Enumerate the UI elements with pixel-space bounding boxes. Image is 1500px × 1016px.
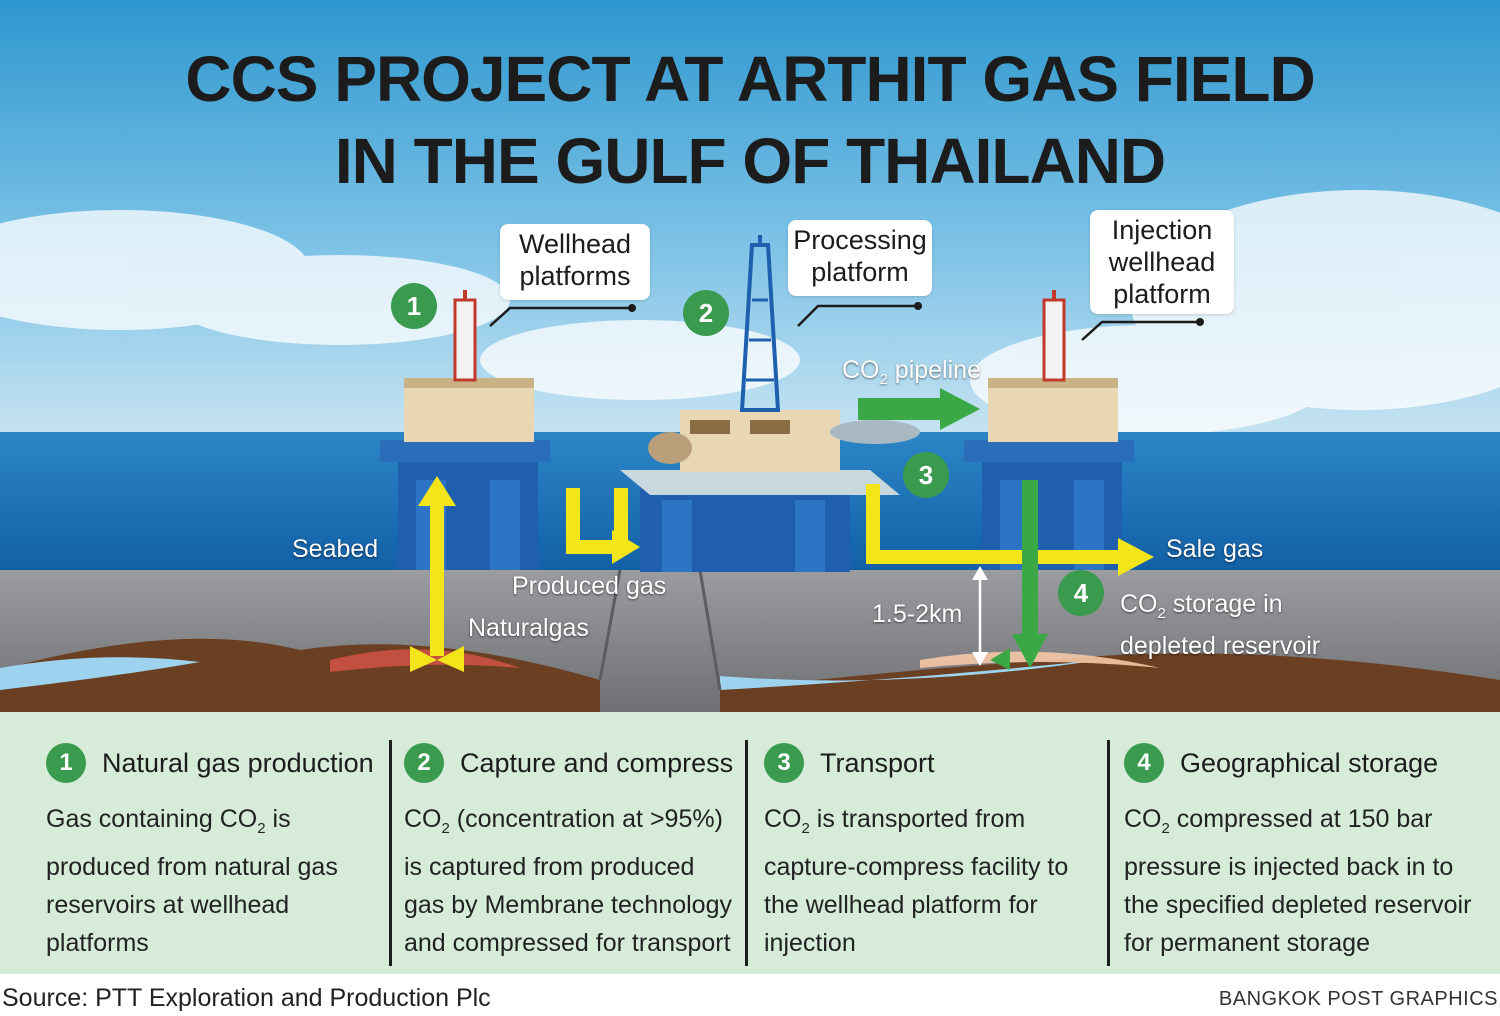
step-column-2: 2 Capture and compress CO2 (concentratio… [404,740,738,960]
step-badge-3: 3 [903,452,949,498]
sale-gas-label: Sale gas [1166,535,1264,563]
reservoir-right-water [720,660,1100,690]
callout-processing-line2: platform [811,257,909,287]
step-column-2-title: Capture and compress [460,747,734,778]
natural-gas-label: Naturalgas [468,614,589,642]
depth-label: 1.5-2km [872,600,963,628]
step-column-3-title: Transport [820,747,935,778]
callout-injection-line2: wellhead [1108,247,1216,277]
footer: Source: PTT Exploration and Production P… [0,974,1500,1016]
produced-gas-label: Produced gas [512,572,667,600]
natural-gas-arrow [410,476,464,672]
diagram-scene: CCS PROJECT AT ARTHIT GAS FIELD IN THE G… [0,0,1500,712]
title-line-2: IN THE GULF OF THAILAND [334,125,1166,197]
step-column-3: 3 Transport CO2 is transported from capt… [764,740,1094,960]
callout-injection: Injection wellhead platform [1090,210,1234,314]
divider-1 [389,740,392,966]
step-column-1-text: Gas containing CO2 is produced from natu… [46,805,338,957]
callout-wellhead-line2: platforms [519,261,631,291]
credit-text: BANGKOK POST GRAPHICS [1218,988,1498,1010]
callout-wellhead: Wellhead platforms [500,224,650,300]
depth-marker [972,566,988,666]
callout-injection-line1: Injection [1111,215,1213,245]
step-column-1-number: 1 [46,743,86,783]
step-column-4: 4 Geographical storage CO2 compressed at… [1124,740,1484,960]
title-line-1: CCS PROJECT AT ARTHIT GAS FIELD [185,43,1315,115]
step-badge-2: 2 [683,290,729,336]
step-column-1-title: Natural gas production [102,747,374,778]
steps-panel: 1 Natural gas production Gas containing … [0,712,1500,974]
step-column-4-number: 4 [1124,743,1164,783]
step-column-2-text: CO2 (concentration at >95%) is captured … [404,805,732,957]
reservoir-left-water [0,657,200,690]
callout-processing-line1: Processing [793,225,927,255]
reservoir-right [720,653,1500,712]
step-column-1: 1 Natural gas production Gas containing … [46,740,382,960]
scene-illustration [0,0,1500,712]
co2-pipeline-label: CO2 pipeline [842,356,981,388]
step-badge-1: 1 [391,283,437,329]
step-column-3-text: CO2 is transported from capture-compress… [764,805,1069,957]
co2-injection-arrow [990,480,1048,670]
fault [598,569,722,691]
leader-lines [489,304,1200,341]
step-column-3-number: 3 [764,743,804,783]
co2-pipeline-arrow [858,388,980,430]
step-column-4-text: CO2 compressed at 150 bar pressure is in… [1124,805,1472,957]
step-column-4-title: Geographical storage [1180,747,1439,778]
co2-storage-label: CO2 storage in depleted reservoir [1120,590,1321,660]
divider-2 [745,740,748,966]
sale-gas-arrow [866,484,1154,576]
source-text: Source: PTT Exploration and Production P… [2,984,491,1012]
produced-gas-arrow [566,488,640,564]
callout-processing: Processing platform [788,220,932,296]
divider-3 [1107,740,1110,966]
processing-platform [620,235,920,572]
step-column-2-number: 2 [404,743,444,783]
seabed-label: Seabed [292,535,379,563]
step-badge-4: 4 [1058,570,1104,616]
callout-injection-line3: platform [1113,279,1211,309]
callout-wellhead-line1: Wellhead [518,229,632,259]
leader-dots [628,302,1204,326]
